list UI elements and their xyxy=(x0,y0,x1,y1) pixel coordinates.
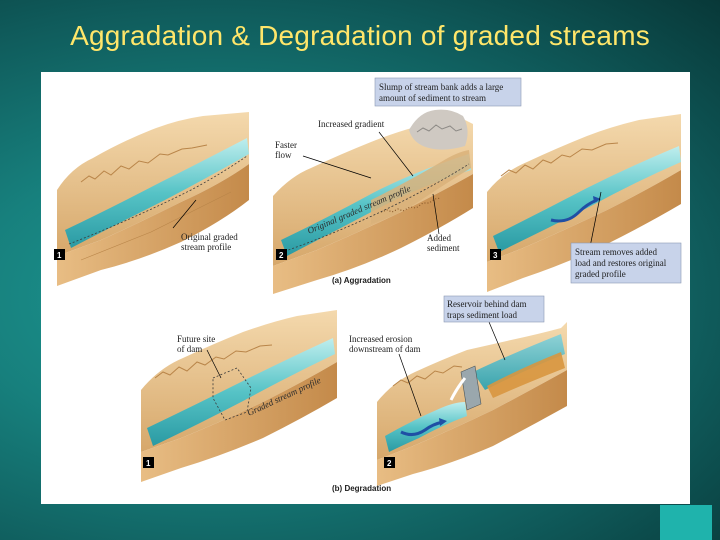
label-increased-erosion-line2: downstream of dam xyxy=(349,344,420,354)
label-added-sediment-line1: Added xyxy=(427,233,451,243)
slump-callout-line1: Slump of stream bank adds a large xyxy=(379,82,503,92)
erosion-arrow xyxy=(400,420,444,437)
reservoir-callout-box: Reservoir behind dam traps sediment load xyxy=(443,295,545,323)
label-orig-graded-profile: Original graded stream profile xyxy=(181,232,238,252)
svg-text:1: 1 xyxy=(146,459,151,468)
downstream-water xyxy=(385,402,467,452)
slump-callout-line2: amount of sediment to stream xyxy=(379,93,486,103)
label-increased-erosion: Increased erosion downstream of dam xyxy=(349,334,420,354)
label-future-dam-line1: Future site xyxy=(177,334,215,344)
block-3-current-arrow xyxy=(550,198,598,223)
label-orig-graded-line1: Original graded xyxy=(181,232,238,242)
block-2-sediment-wedge xyxy=(371,150,471,224)
aggradation-panel-number-2: 2 xyxy=(276,249,287,260)
label-added-sediment: Added sediment xyxy=(427,233,460,253)
degradation-block-2 xyxy=(377,321,567,486)
degradation-panel-number-2: 2 xyxy=(384,457,395,468)
aggradation-block-3 xyxy=(487,114,681,292)
degradation-panel-number-1: 1 xyxy=(143,457,154,468)
future-dam-outline xyxy=(212,367,252,421)
label-faster-flow-line1: Faster xyxy=(275,140,297,150)
aggradation-caption: (a) Aggradation xyxy=(332,276,391,285)
label-future-dam: Future site of dam xyxy=(177,334,215,354)
reservoir-callout-line2: traps sediment load xyxy=(447,310,517,320)
dam xyxy=(460,365,482,411)
label-faster-flow: Faster flow xyxy=(275,140,297,160)
stream-diagram: Original graded stream profile Original … xyxy=(54,77,682,493)
trapped-sediment xyxy=(487,352,565,398)
aggradation-block-1 xyxy=(57,112,249,286)
block-1-water xyxy=(65,138,249,248)
svg-text:2: 2 xyxy=(279,251,284,260)
label-increased-gradient: Increased gradient xyxy=(318,119,385,129)
label-faster-flow-line2: flow xyxy=(275,150,292,160)
svg-text:2: 2 xyxy=(387,459,392,468)
block-3-water xyxy=(493,146,681,252)
accent-bar xyxy=(660,505,712,540)
deg-block-2-front xyxy=(377,370,567,486)
label-orig-graded-line2: stream profile xyxy=(181,242,231,252)
label-increased-erosion-line1: Increased erosion xyxy=(349,334,413,344)
degradation-caption: (b) Degradation xyxy=(332,484,391,493)
deg-block-1-front xyxy=(141,362,337,482)
reservoir-water xyxy=(473,334,565,390)
slump-callout-box: Slump of stream bank adds a large amount… xyxy=(374,77,522,107)
figure-panel: Original graded stream profile Original … xyxy=(41,72,690,504)
svg-text:1: 1 xyxy=(57,251,62,260)
dam-spillway xyxy=(449,377,467,401)
label-future-dam-line2: of dam xyxy=(177,344,202,354)
restore-callout-line3: graded profile xyxy=(575,269,626,279)
deg-block-1-water xyxy=(147,338,335,446)
slide-title: Aggradation & Degradation of graded stre… xyxy=(70,20,650,51)
label-added-sediment-line2: sediment xyxy=(427,243,460,253)
restore-callout-line2: load and restores original xyxy=(575,258,667,268)
reservoir-callout-line1: Reservoir behind dam xyxy=(447,299,526,309)
block-1-front xyxy=(57,164,249,286)
block-2-front xyxy=(273,174,473,294)
restore-callout-box: Stream removes added load and restores o… xyxy=(570,242,682,284)
aggradation-block-2: Original graded stream profile xyxy=(273,109,473,294)
block-2-slump xyxy=(409,109,468,150)
block-1-profile-line xyxy=(68,155,248,245)
block-3-front xyxy=(487,170,681,292)
degradation-block-1: Graded stream profile xyxy=(141,310,337,482)
aggradation-panel-number-3: 3 xyxy=(490,249,501,260)
aggradation-panel-number-1: 1 xyxy=(54,249,65,260)
restore-callout-line1: Stream removes added xyxy=(575,247,657,257)
svg-text:3: 3 xyxy=(493,251,498,260)
